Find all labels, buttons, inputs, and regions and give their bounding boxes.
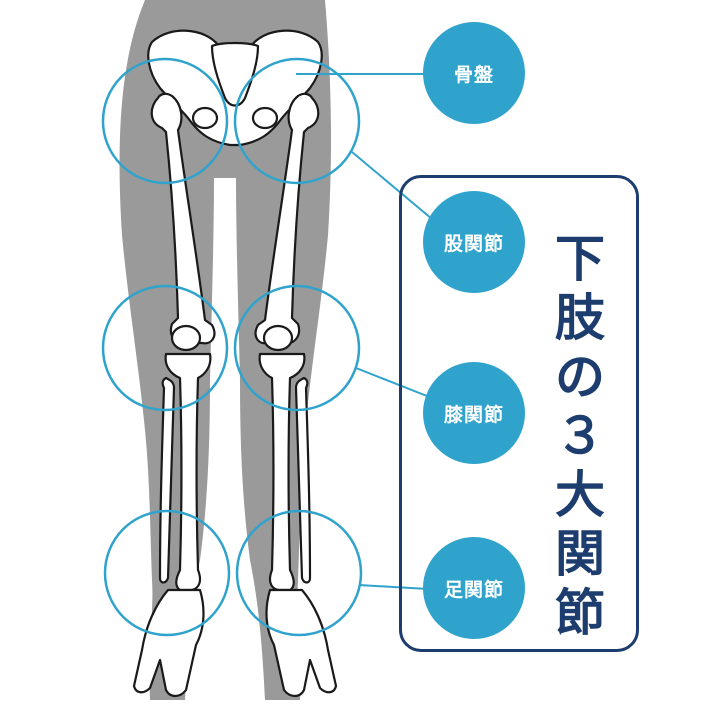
sacrum-bone	[210, 41, 260, 107]
knee-leader	[355, 367, 433, 399]
ankle-joint-label-text: 足関節	[443, 578, 504, 601]
left-obturator	[191, 106, 219, 130]
hip-joint-label-text: 股関節	[443, 232, 504, 255]
panel-title: 下肢の３大関節	[555, 230, 605, 642]
hip-leader	[351, 151, 433, 220]
left-ankle-ring	[103, 509, 231, 637]
pelvis-label: 骨盤	[423, 22, 525, 124]
right-foot	[265, 588, 338, 698]
ankle-joint-label: 足関節	[423, 537, 525, 639]
right-femur	[254, 92, 320, 345]
left-femur	[150, 92, 216, 345]
right-ankle-ring	[235, 509, 363, 637]
three-major-joints-panel	[399, 175, 639, 652]
right-kneecap	[262, 324, 294, 352]
right-obturator	[251, 106, 279, 130]
ankle-leader	[358, 584, 429, 590]
hip-joint-label: 股関節	[423, 191, 525, 293]
right-fibula	[294, 376, 312, 584]
left-kneecap	[170, 324, 202, 352]
knee-joint-label: 膝関節	[423, 362, 525, 464]
left-hip-ring	[101, 57, 229, 185]
left-knee-ring	[101, 284, 229, 412]
right-knee-ring	[233, 284, 361, 412]
pelvis-label-text: 骨盤	[453, 63, 494, 86]
right-hip-ring	[233, 57, 361, 185]
left-foot	[132, 588, 205, 698]
knee-joint-label-text: 膝関節	[443, 403, 504, 426]
left-fibula	[158, 376, 176, 584]
